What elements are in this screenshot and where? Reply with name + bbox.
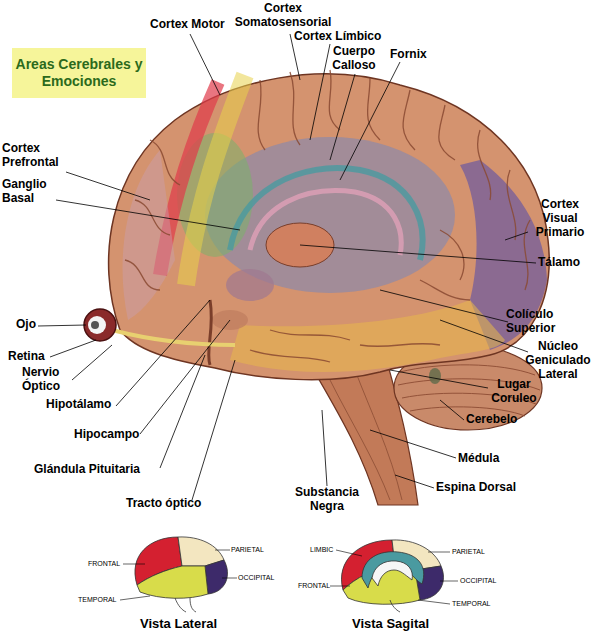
region-label: Colículo Superior — [506, 308, 572, 336]
region-label: Cerebelo — [466, 413, 536, 427]
title-box: Areas Cerebrales y Emociones — [12, 48, 146, 98]
region-label: Tálamo — [538, 256, 593, 270]
lobe-label: OCCIPITAL — [460, 577, 510, 585]
region-label: Cortex Somatosensorial — [228, 2, 338, 30]
lobe-label: OCCIPITAL — [238, 574, 288, 582]
lobe-label: PARIETAL — [452, 548, 502, 556]
diagram-title: Areas Cerebrales y Emociones — [12, 56, 146, 90]
view-caption: Vista Sagital — [352, 617, 452, 632]
region-label: Hipotálamo — [46, 398, 126, 412]
region-label: Fornix — [390, 48, 450, 62]
region-label: Cortex Motor — [150, 18, 240, 32]
lobe-label: FRONTAL — [88, 560, 128, 568]
region-label: Substancia Negra — [282, 486, 372, 514]
view-caption: Vista Lateral — [140, 617, 240, 632]
region-label: Núcleo Geniculado Lateral — [522, 340, 594, 381]
lobe-label: TEMPORAL — [452, 600, 502, 608]
region-label: Lugar Coruleo — [488, 378, 540, 406]
region-label: Nervio Óptico — [22, 366, 76, 394]
region-label: Retina — [8, 350, 58, 364]
region-label: Tracto óptico — [126, 497, 226, 511]
lobe-label: TEMPORAL — [78, 596, 128, 604]
region-label: Cortex Límbico — [294, 30, 394, 44]
region-label: Espina Dorsal — [436, 481, 536, 495]
region-label: Glándula Pituitaria — [34, 463, 164, 477]
region-label: Cuerpo Calloso — [322, 45, 386, 73]
region-label: Ojo — [16, 318, 46, 332]
lobe-label: LIMBIC — [310, 546, 350, 554]
region-label: Médula — [458, 452, 518, 466]
lobe-label: FRONTAL — [298, 582, 338, 590]
region-label: Ganglio Basal — [2, 178, 62, 206]
region-label: Cortex Visual Primario — [528, 198, 592, 239]
lobe-label: PARIETAL — [231, 546, 281, 554]
region-label: Cortex Prefrontal — [2, 142, 72, 170]
region-label: Hipocampo — [74, 428, 154, 442]
